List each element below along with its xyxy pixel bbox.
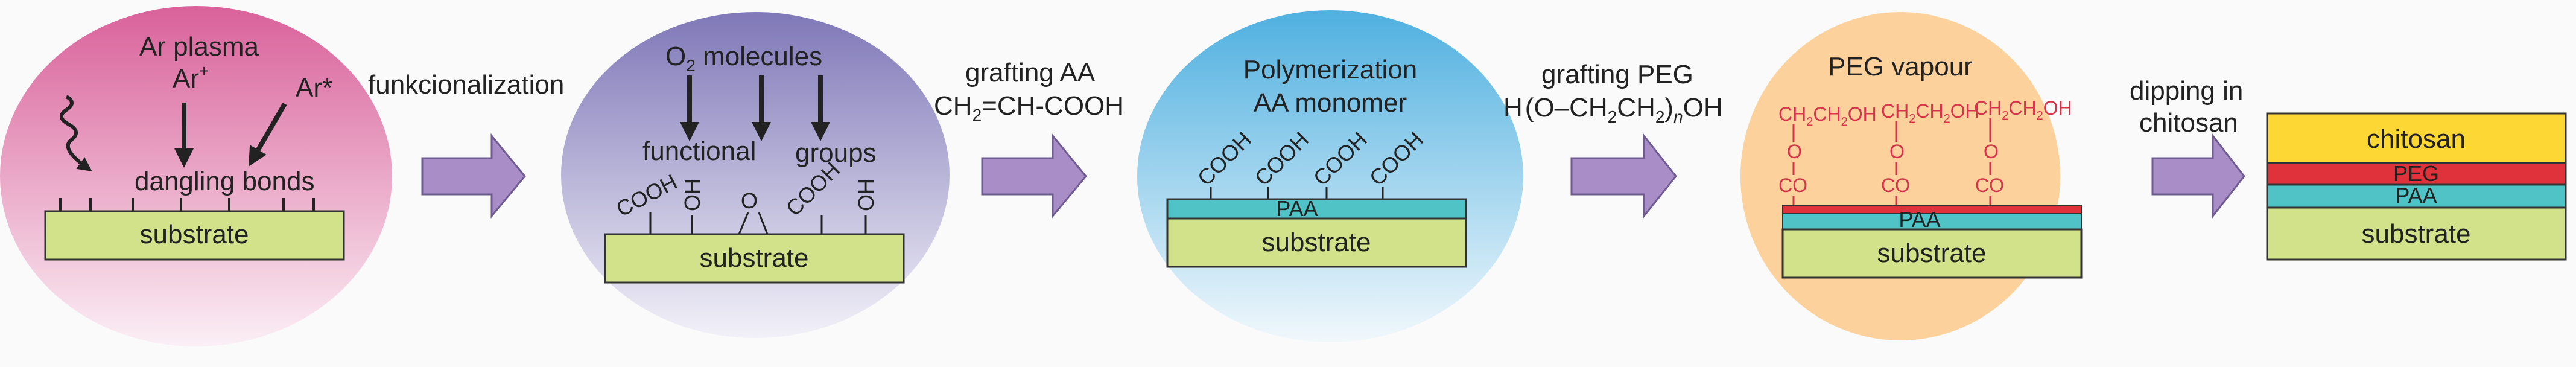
step-funkcionalization: funkcionalization (368, 70, 564, 219)
bond-lines (1210, 187, 1384, 199)
o2-molecules-label: O2 molecules (665, 42, 822, 75)
peg-vapour-title: PEG vapour (1828, 52, 1973, 81)
stage-polymerization: Polymerization AA monomer COOH COOH COOH… (1137, 10, 1523, 342)
oh-group: OH (680, 179, 705, 211)
step-label: dipping in (2130, 76, 2243, 106)
stage-o2-functional: O2 molecules functional groups COOH OH O… (561, 12, 950, 338)
step-label: funkcionalization (368, 70, 564, 100)
substrate-block (1166, 217, 1467, 268)
functional-label: functional (642, 136, 756, 166)
svg-text:O: O (1787, 141, 1802, 162)
paa-label: PAA (1276, 196, 1318, 221)
stage-final-stack: chitosan PEG PAA substrate (2266, 112, 2567, 261)
groups-label: groups (795, 138, 877, 168)
polymerization-title: Polymerization (1243, 55, 1418, 85)
paa-label: PAA (1899, 207, 1940, 232)
step-label: grafting AA (965, 58, 1096, 88)
oh-group: OH (854, 179, 878, 211)
peg-layer (2266, 162, 2567, 186)
svg-text:CO: CO (1778, 174, 1807, 196)
stage-ar-plasma: Ar plasma Ar+ Ar* dangling bonds substra… (0, 6, 392, 346)
peg-formula: H(O–CH2CH2)nOH (1503, 93, 1723, 126)
process-arrow-icon (2151, 133, 2245, 219)
substrate-label: substrate (140, 220, 249, 249)
svg-text:CH2CH2OH: CH2CH2OH (1881, 100, 1979, 126)
step-grafting-aa: grafting AA CH2=CH-COOH (934, 58, 1124, 219)
substrate-block (1781, 228, 2083, 279)
substrate-label: substrate (1262, 228, 1371, 257)
step-dipping-chitosan: dipping in chitosan (2130, 76, 2245, 219)
svg-text:O: O (1984, 141, 1999, 162)
ion-arrow-icon (248, 102, 287, 167)
svg-text:CH2CH2OH: CH2CH2OH (1778, 103, 1877, 129)
dangling-bond-ticks (59, 198, 315, 211)
svg-text:CO: CO (1975, 174, 2004, 196)
chitosan-layer (2266, 112, 2567, 164)
process-arrow-icon (981, 133, 1087, 219)
ar-plus-label: Ar+ (173, 62, 209, 94)
substrate-label: substrate (2362, 219, 2471, 249)
step-grafting-peg: grafting PEG H(O–CH2CH2)nOH (1503, 60, 1723, 219)
plasma-ellipse (0, 6, 392, 346)
dangling-bonds-label: dangling bonds (135, 167, 314, 196)
ar-star-label: Ar* (296, 73, 332, 103)
peg-label: PEG (2393, 161, 2439, 186)
substrate-block (44, 210, 345, 261)
svg-text:CH2CH2OH: CH2CH2OH (1974, 97, 2072, 123)
paa-label: PAA (2395, 183, 2437, 208)
substrate-label: substrate (1877, 238, 1987, 268)
substrate-block (604, 233, 905, 284)
substrate-label: substrate (700, 243, 809, 273)
peg-chain: CH2CH2OH O CO (1881, 100, 1979, 205)
aa-formula: CH2=CH-COOH (934, 91, 1124, 124)
peg-chain: CH2CH2OH O CO (1974, 97, 2072, 205)
stage-peg-vapour: PEG vapour CH2CH2OH O CO CH2CH2OH O CO C… (1740, 12, 2083, 340)
svg-text:CO: CO (1881, 174, 1910, 196)
step-label: chitosan (2139, 108, 2238, 138)
peg-chain: CH2CH2OH O CO (1778, 103, 1877, 205)
process-arrow-icon (1570, 133, 1677, 219)
step-label: grafting PEG (1541, 60, 1693, 89)
ar-plasma-title: Ar plasma (139, 32, 259, 62)
process-arrow-icon (421, 133, 526, 219)
svg-text:O: O (1889, 141, 1905, 162)
aa-monomer-title: AA monomer (1254, 88, 1407, 118)
chitosan-label: chitosan (2367, 124, 2466, 154)
paa-layer (2266, 183, 2567, 209)
epoxide-o: O (741, 188, 758, 213)
substrate-block (2266, 206, 2567, 261)
epoxide-bond (738, 212, 769, 235)
wavy-arrow-icon (60, 95, 92, 172)
